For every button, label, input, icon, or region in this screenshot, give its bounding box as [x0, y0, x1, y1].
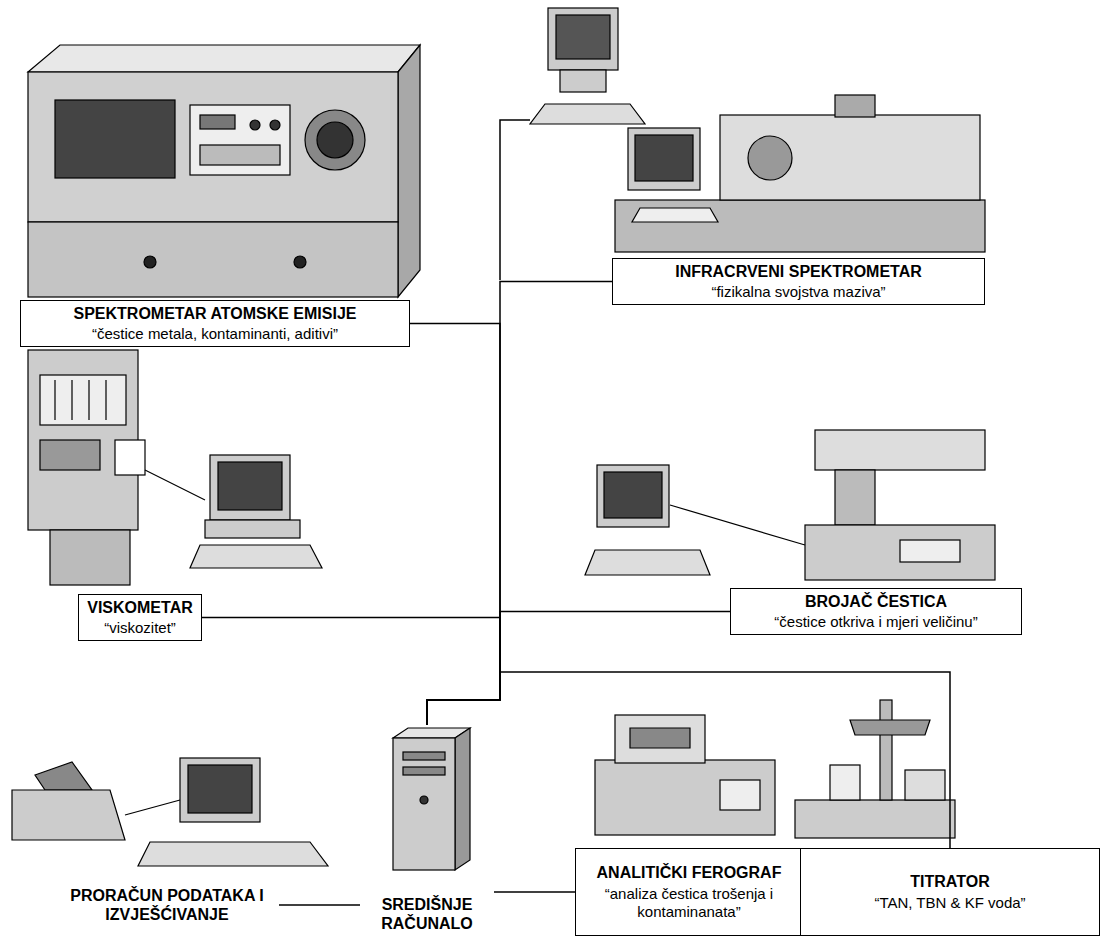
computer-base — [560, 70, 606, 92]
paper-icon — [115, 440, 145, 475]
screen-icon — [188, 765, 252, 813]
drive-slot — [403, 752, 445, 760]
display-icon — [200, 115, 235, 129]
titrator-base — [795, 800, 955, 838]
drawer-handle — [294, 256, 306, 268]
monitor-icon — [597, 465, 669, 527]
sample-window-inner — [317, 122, 353, 158]
viscometer-tubes — [55, 380, 106, 420]
node-caption: “čestice metala, kontaminanti, aditivi” — [92, 325, 338, 343]
drive-slot — [403, 767, 445, 775]
computer-node: SREDIŠNJE RAČUNALO — [360, 725, 494, 937]
panel-icon — [40, 440, 100, 470]
monitor-icon — [628, 128, 700, 190]
sample-window — [305, 110, 365, 170]
screen-icon — [218, 462, 282, 510]
paper-tray — [35, 762, 92, 790]
bench-icon — [615, 200, 985, 252]
network-cable — [500, 120, 530, 280]
screen-icon — [635, 135, 693, 181]
ferrograph-slide — [630, 728, 690, 748]
network-line — [410, 324, 500, 725]
counter-head — [815, 430, 985, 470]
printer-cable — [125, 800, 180, 815]
node-title: SPEKTROMETAR ATOMSKE EMISIJE — [74, 304, 357, 323]
node-caption: “analiza čestica trošenja i kontaminanat… — [583, 885, 795, 921]
monitor-icon — [180, 758, 260, 822]
device-cable — [670, 505, 805, 545]
node-title: SREDIŠNJE RAČUNALO — [367, 895, 487, 933]
node-caption: “TAN, TBN & KF voda” — [874, 894, 1025, 912]
node-title: VISKOMETAR — [87, 598, 192, 617]
printer-icon — [12, 790, 125, 840]
bath-window — [40, 375, 126, 425]
network-line — [202, 618, 500, 725]
ferrograph-base — [595, 760, 775, 835]
button-row — [200, 145, 280, 165]
ferrograph-head — [615, 715, 705, 763]
knob-icon — [250, 120, 260, 130]
tower-icon — [393, 738, 455, 870]
cabinet-stand — [50, 530, 130, 585]
drawer-handle — [144, 256, 156, 268]
node-title: TITRATOR — [910, 872, 989, 891]
node-caption: “čestice otkriva i mjeri veličinu” — [774, 613, 977, 631]
network-line — [279, 904, 360, 906]
keyboard-icon — [632, 208, 718, 222]
network-line — [427, 672, 950, 848]
monitor-icon — [210, 455, 290, 520]
device-label-box: VISKOMETAR “viskozitet” — [78, 594, 202, 641]
screen-icon — [604, 472, 662, 518]
network-line — [427, 282, 612, 725]
ferrograph-panel — [720, 780, 760, 810]
device-label-box: PRORAČUN PODATAKA I IZVJEŠĆIVANJE — [55, 874, 279, 936]
keyboard-icon — [585, 550, 710, 575]
screen-icon — [556, 15, 610, 59]
spectrometer-body — [720, 115, 980, 200]
counter-column — [835, 470, 875, 525]
power-button — [420, 796, 428, 804]
cabinet-drawer — [28, 222, 398, 297]
device-label-box: TITRATOR “TAN, TBN & KF voda” — [800, 848, 1100, 936]
counter-base — [805, 525, 995, 580]
titrator-panel — [905, 770, 945, 800]
knob-icon — [270, 120, 280, 130]
cabinet-top — [28, 45, 420, 72]
keyboard-icon — [530, 104, 645, 124]
sample-port — [748, 136, 792, 180]
node-title: INFRACRVENI SPEKTROMETAR — [675, 262, 922, 281]
cabinet-body — [28, 72, 398, 222]
beaker-icon — [830, 765, 860, 800]
control-panel — [190, 105, 290, 175]
node-title: ANALITIČKI FEROGRAF — [597, 863, 782, 882]
device-label-box: INFRACRVENI SPEKTROMETAR “fizikalna svojs… — [612, 258, 985, 305]
spectrometer-top — [835, 95, 875, 117]
node-title: PRORAČUN PODATAKA I IZVJEŠĆIVANJE — [62, 886, 272, 924]
instrument-screen — [55, 100, 175, 178]
counter-display — [900, 540, 960, 562]
network-line — [427, 612, 730, 725]
device-label-box: BROJAČ ČESTICA “čestice otkriva i mjeri v… — [730, 588, 1022, 635]
titrator-arm — [850, 720, 930, 735]
node-caption: “viskozitet” — [104, 619, 176, 637]
device-label-box: SPEKTROMETAR ATOMSKE EMISIJE “čestice met… — [20, 300, 410, 347]
tower-side — [455, 728, 470, 870]
network-line — [494, 891, 575, 893]
keyboard-icon — [190, 545, 322, 568]
keyboard-icon — [138, 842, 328, 866]
computer-base — [205, 520, 300, 538]
titrator-stand — [880, 700, 892, 800]
node-caption: “fizikalna svojstva maziva” — [711, 283, 885, 301]
device-label-box: ANALITIČKI FEROGRAF “analiza čestica troš… — [575, 848, 803, 936]
node-title: BROJAČ ČESTICA — [805, 592, 947, 611]
cabinet-side — [398, 45, 420, 297]
device-cable — [145, 470, 205, 500]
monitor-icon — [548, 8, 618, 70]
